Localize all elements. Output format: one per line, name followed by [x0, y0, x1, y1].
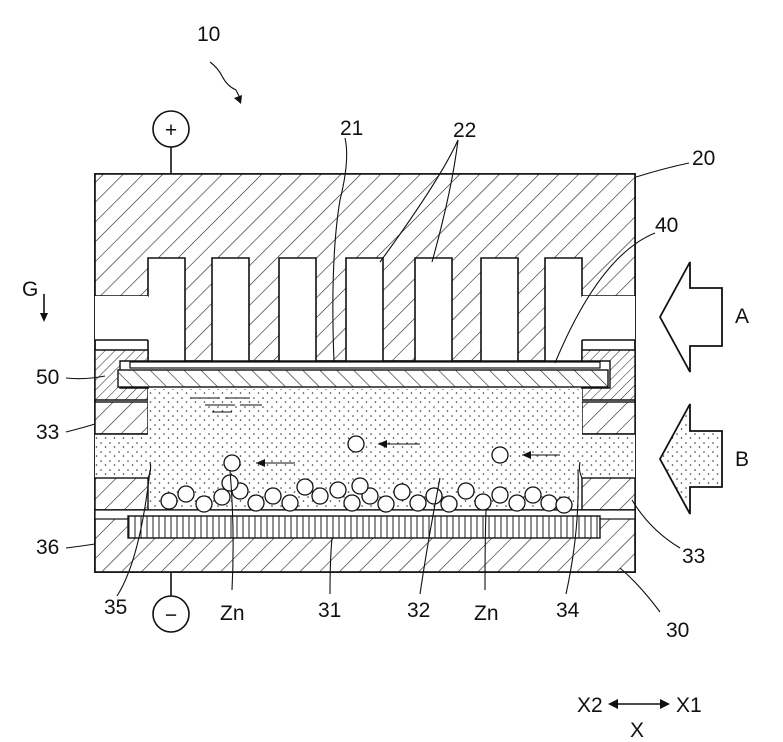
spacer-upper-left [95, 402, 148, 434]
spacer-lower-right [582, 478, 635, 510]
gravity-arrow [40, 294, 48, 322]
negative-terminal: − [153, 572, 189, 632]
x-axis-indicator [608, 699, 670, 709]
label-negative-electrode: 30 [666, 619, 689, 642]
label-inlet: 35 [104, 596, 127, 619]
air-channel-right [582, 296, 635, 340]
label-axis-x: X [630, 719, 644, 742]
label-gravity: G [22, 278, 38, 301]
label-axis-x2: X2 [577, 694, 603, 717]
label-current-collector-negative: 31 [318, 599, 341, 622]
label-zinc-left: Zn [220, 602, 245, 625]
spacer-upper-right [582, 402, 635, 434]
negative-terminal-sign: − [165, 604, 177, 627]
label-separator: 40 [655, 214, 678, 237]
flow-arrow-a [660, 262, 722, 372]
label-gasket: 50 [36, 366, 59, 389]
positive-terminal: + [153, 111, 189, 174]
current-collector-negative [128, 516, 600, 538]
label-bottom-plate: 36 [36, 536, 59, 559]
label-axis-x1: X1 [676, 694, 702, 717]
label-electrolyte: 32 [407, 599, 430, 622]
positive-terminal-sign: + [165, 119, 177, 142]
label-fins: 22 [453, 119, 476, 142]
current-collector-positive [130, 362, 600, 368]
label-positive-electrode: 20 [692, 147, 715, 170]
spacer-lower-left [95, 478, 148, 510]
label-flow-b: B [735, 448, 749, 471]
label-outlet: 34 [556, 599, 580, 622]
label-flow-a: A [735, 305, 749, 328]
separator-plate [118, 370, 608, 387]
device-leader [210, 62, 241, 100]
label-current-collector-positive: 21 [340, 117, 363, 140]
flow-arrow-b [660, 404, 722, 514]
label-zinc-right: Zn [474, 602, 499, 625]
label-spacer-left: 33 [36, 421, 59, 444]
air-channel-left [95, 296, 148, 340]
label-device: 10 [197, 23, 220, 46]
label-spacer-lower-right: 33 [682, 545, 705, 568]
